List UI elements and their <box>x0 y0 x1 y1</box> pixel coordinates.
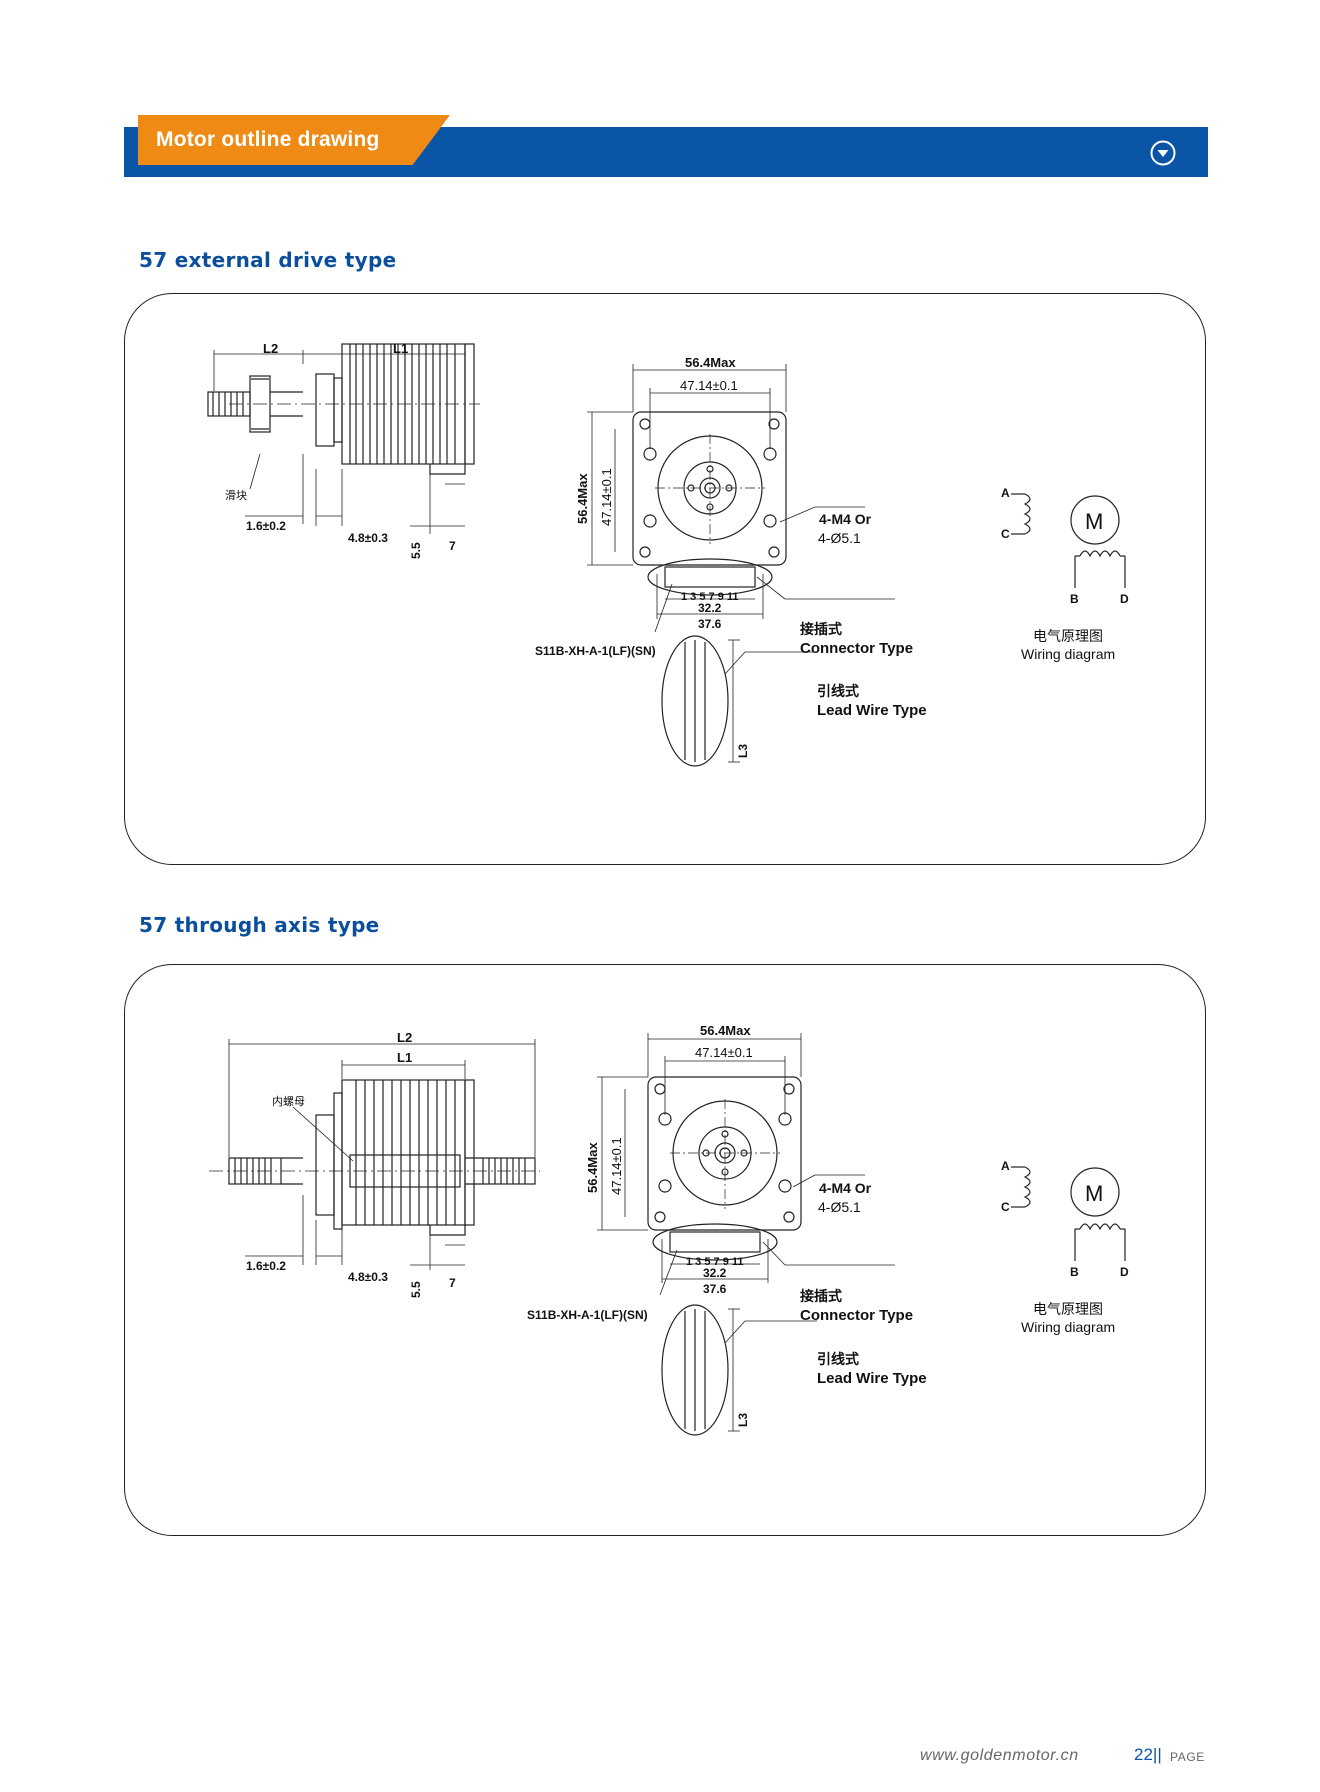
dim-w1: 32.2 <box>698 601 722 615</box>
wiring-a: A <box>1001 486 1010 500</box>
wiring-m: M <box>1085 1181 1103 1206</box>
label-lead-en: Lead Wire Type <box>817 702 927 719</box>
label-connector-cn: 接插式 <box>800 1288 842 1305</box>
dim-vert-outer: 56.4Max <box>585 1142 600 1193</box>
dim-inner: 47.14±0.1 <box>680 378 738 393</box>
label-connector-en: Connector Type <box>800 640 913 657</box>
header-title: Motor outline drawing <box>156 128 380 151</box>
wiring-m: M <box>1085 509 1103 534</box>
label-holes-1: 4-M4 Or <box>819 511 872 527</box>
wiring-c: C <box>1001 1200 1010 1214</box>
dim-7: 7 <box>449 1276 456 1290</box>
dim-flange: 1.6±0.2 <box>246 519 286 533</box>
drawing-panel-through: L2 L1 内螺母 1.6±0.2 4.8±0.3 5.5 7 <box>124 964 1206 1536</box>
dim-outer: 56.4Max <box>685 355 736 370</box>
dim-vert-outer: 56.4Max <box>575 473 590 524</box>
wiring-b: B <box>1070 1265 1079 1279</box>
label-holes-2: 4-Ø5.1 <box>818 1199 861 1215</box>
dim-l1: L1 <box>397 1050 412 1065</box>
label-holes-2: 4-Ø5.1 <box>818 530 861 546</box>
section-title-through: 57 through axis type <box>139 913 380 937</box>
dim-outer: 56.4Max <box>700 1023 751 1038</box>
drawing-external: L2 L1 滑块 1.6±0.2 4.8±0.3 5.5 7 <box>207 341 1129 767</box>
page-number: 22|| <box>1134 1745 1162 1764</box>
wiring-b: B <box>1070 592 1079 606</box>
label-slider: 滑块 <box>225 489 247 502</box>
dim-flange: 1.6±0.2 <box>246 1259 286 1273</box>
chevron-down-circle-icon[interactable] <box>1150 140 1176 166</box>
wiring-d: D <box>1120 592 1129 606</box>
dim-7: 7 <box>449 539 456 553</box>
dim-vert-inner: 47.14±0.1 <box>599 468 614 526</box>
dim-l3: L3 <box>736 1413 750 1427</box>
footer-url[interactable]: www.goldenmotor.cn <box>920 1747 1079 1764</box>
dim-w2: 37.6 <box>703 1282 727 1296</box>
dim-pilot: 4.8±0.3 <box>348 1270 388 1284</box>
label-lead-en: Lead Wire Type <box>817 1370 927 1387</box>
label-inner-nut: 内螺母 <box>272 1094 305 1108</box>
dim-55: 5.5 <box>409 542 423 559</box>
page-label: PAGE <box>1170 1750 1205 1764</box>
dim-w1: 32.2 <box>703 1266 727 1280</box>
wiring-c: C <box>1001 527 1010 541</box>
label-connector-en: Connector Type <box>800 1307 913 1324</box>
label-connector-cn: 接插式 <box>800 621 842 638</box>
wiring-cn: 电气原理图 <box>1033 1302 1103 1318</box>
label-lead-cn: 引线式 <box>817 1351 859 1368</box>
dim-l3: L3 <box>736 744 750 758</box>
dim-inner: 47.14±0.1 <box>695 1045 753 1060</box>
wiring-en: Wiring diagram <box>1021 646 1115 662</box>
header-tab <box>138 115 450 165</box>
wiring-a: A <box>1001 1159 1010 1173</box>
section-title-external: 57 external drive type <box>139 248 397 272</box>
dim-l2: L2 <box>263 341 278 356</box>
wiring-cn: 电气原理图 <box>1033 629 1103 645</box>
label-pins: 1 3 5 7 9 11 <box>686 1256 744 1268</box>
dim-l1: L1 <box>393 341 408 356</box>
dim-vert-inner: 47.14±0.1 <box>609 1137 624 1195</box>
drawing-panel-external: L2 L1 滑块 1.6±0.2 4.8±0.3 5.5 7 <box>124 293 1206 865</box>
drawing-through: L2 L1 内螺母 1.6±0.2 4.8±0.3 5.5 7 <box>209 1023 1129 1436</box>
label-holes-1: 4-M4 Or <box>819 1180 872 1196</box>
dim-55: 5.5 <box>409 1281 423 1298</box>
wiring-d: D <box>1120 1265 1129 1279</box>
label-connector-model: S11B-XH-A-1(LF)(SN) <box>527 1308 648 1322</box>
wiring-en: Wiring diagram <box>1021 1319 1115 1335</box>
dim-w2: 37.6 <box>698 617 722 631</box>
label-lead-cn: 引线式 <box>817 683 859 700</box>
label-connector-model: S11B-XH-A-1(LF)(SN) <box>535 644 656 658</box>
dim-l2: L2 <box>397 1030 412 1045</box>
label-pins: 1 3 5 7 9 11 <box>681 591 739 603</box>
dim-pilot: 4.8±0.3 <box>348 531 388 545</box>
